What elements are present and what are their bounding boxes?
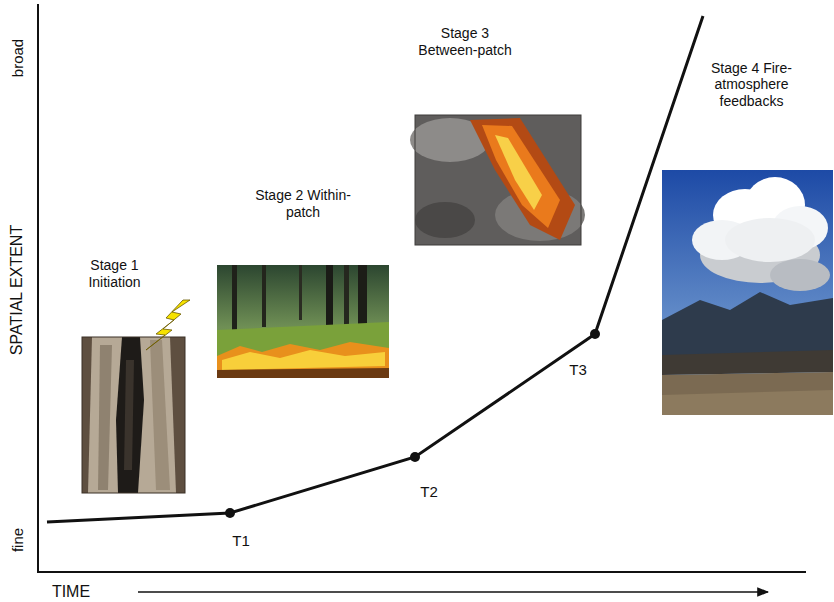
stage-photo: Stage 2 Within-patch xyxy=(217,265,389,378)
stage-heading: Stage 2 Within-patch xyxy=(255,187,351,221)
lightning-bolt xyxy=(146,300,190,350)
stage-photo: Stage 1 Initiation xyxy=(82,337,185,493)
stage-heading: Stage 4 Fire-atmosphere feedbacks xyxy=(694,60,810,110)
threshold-dot xyxy=(225,508,235,518)
tree-photo xyxy=(82,337,185,493)
growth-curve xyxy=(47,16,703,522)
forest-fire-photo xyxy=(217,265,389,378)
axis-end-label: fine xyxy=(9,528,26,552)
x-axis xyxy=(37,571,806,573)
threshold-dot xyxy=(410,452,420,462)
stage-photo: Stage 3 Between-patch xyxy=(415,115,581,245)
threshold-label: T2 xyxy=(420,483,438,500)
stage-photo: Stage 4 Fire-atmosphere feedbacks xyxy=(662,170,833,415)
threshold-dot xyxy=(590,329,600,339)
smoke-plume-photo xyxy=(662,170,833,415)
flame-front-photo xyxy=(410,115,585,245)
stage-heading: Stage 1 Initiation xyxy=(78,257,152,291)
axis-title: SPATIAL EXTENT xyxy=(8,225,26,355)
axis-end-label: broad xyxy=(9,39,26,77)
threshold-label: T1 xyxy=(232,532,250,549)
time-arrow xyxy=(138,591,768,593)
threshold-label: T3 xyxy=(569,361,587,378)
stage-heading: Stage 3 Between-patch xyxy=(411,25,519,59)
y-axis xyxy=(37,4,39,572)
axis-title: TIME xyxy=(52,583,90,601)
